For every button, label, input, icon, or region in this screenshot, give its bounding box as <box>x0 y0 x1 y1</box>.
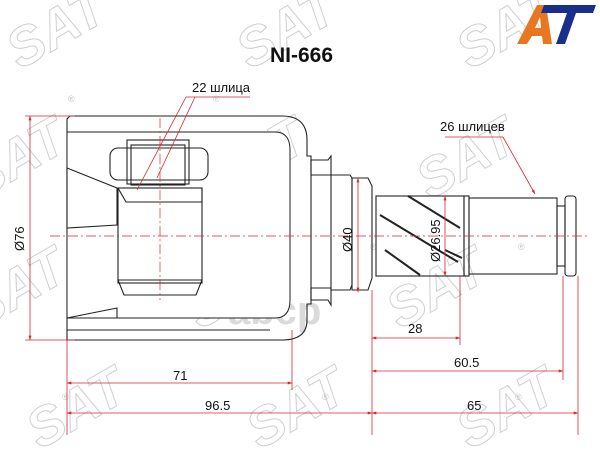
svg-text:SAT: SAT <box>0 0 120 80</box>
svg-text:28: 28 <box>408 321 422 336</box>
dim-neck-diameter: Ø40 <box>340 177 360 293</box>
svg-text:Ø26.95: Ø26.95 <box>428 219 443 262</box>
label-inner-splines: 22 шлица <box>136 80 251 191</box>
svg-text:26 шлицев: 26 шлицев <box>440 119 505 134</box>
svg-text:22 шлица: 22 шлица <box>192 80 251 95</box>
housing <box>66 115 312 341</box>
svg-text:Ø76: Ø76 <box>12 226 27 251</box>
svg-text:SAT: SAT <box>236 354 360 450</box>
svg-text:SAT: SAT <box>16 354 140 450</box>
svg-text:65: 65 <box>467 398 481 413</box>
svg-text:60.5: 60.5 <box>454 355 479 370</box>
svg-text:®: ® <box>370 242 377 252</box>
svg-text:Ø40: Ø40 <box>340 227 355 252</box>
dim-shaft-diameter: Ø26.95 <box>428 195 447 277</box>
svg-text:71: 71 <box>173 368 187 383</box>
svg-text:®: ® <box>213 94 220 104</box>
svg-text:®: ® <box>518 242 525 252</box>
label-outer-splines: 26 шлицев <box>440 119 536 195</box>
svg-text:96.5: 96.5 <box>205 398 230 413</box>
svg-text:®: ® <box>68 94 75 104</box>
boot-neck <box>310 154 373 307</box>
at-logo <box>517 5 596 44</box>
svg-text:®: ® <box>62 392 69 402</box>
part-number-title: NI-666 <box>270 44 333 67</box>
bottom-dimensions: 71 96.5 28 60.5 65 <box>66 276 579 435</box>
svg-text:®: ® <box>322 392 329 402</box>
svg-text:SAT: SAT <box>226 0 350 80</box>
svg-text:®: ® <box>515 392 522 402</box>
